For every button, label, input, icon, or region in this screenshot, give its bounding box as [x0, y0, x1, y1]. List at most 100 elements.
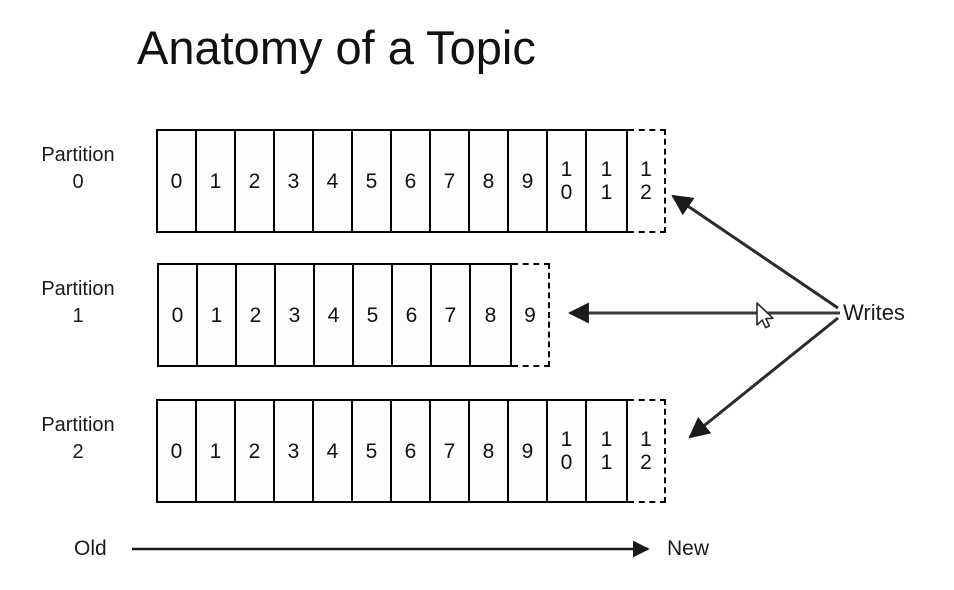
- message-cell: 6: [392, 131, 431, 231]
- message-cell: 6: [392, 401, 431, 501]
- offset-digit: 6: [405, 303, 418, 327]
- axis-old-label: Old: [74, 537, 107, 560]
- offset-digit: 1: [209, 169, 222, 193]
- message-cell: 1: [197, 131, 236, 231]
- offset-digit: 1: [640, 428, 652, 451]
- partition-label-2-name: Partition: [41, 414, 115, 436]
- message-cell: 0: [158, 131, 197, 231]
- offset-digit: 1: [600, 181, 613, 204]
- offset-digit: 3: [287, 169, 300, 193]
- offset-digit: 3: [288, 303, 301, 327]
- offset-digit: 2: [640, 181, 652, 204]
- writes-arrow-partition-2: [688, 316, 839, 439]
- message-cell: 2: [236, 401, 275, 501]
- message-cell: 4: [314, 401, 353, 501]
- offset-digit: 1: [560, 428, 573, 451]
- offset-digit: 5: [365, 169, 378, 193]
- message-cell: 5: [353, 131, 392, 231]
- partition-label-0-name: Partition: [41, 144, 115, 166]
- offset-digit: 2: [248, 169, 261, 193]
- partition-1-committed-cells: 0 1 2 3 4 5 6 7 8: [157, 263, 512, 367]
- offset-digit: 9: [524, 303, 536, 327]
- offset-digit: 1: [600, 158, 613, 181]
- message-cell: 5: [353, 401, 392, 501]
- message-cell: 7: [431, 131, 470, 231]
- message-cell: 8: [470, 131, 509, 231]
- offset-digit: 2: [249, 303, 262, 327]
- message-cell: 9: [509, 401, 548, 501]
- offset-digit: 1: [600, 451, 613, 474]
- offset-digit: 0: [560, 451, 573, 474]
- message-cell: 3: [275, 131, 314, 231]
- message-cell: 2: [237, 265, 276, 365]
- offset-digit: 0: [170, 439, 183, 463]
- offset-digit: 5: [366, 303, 379, 327]
- offset-digit: 3: [287, 439, 300, 463]
- offset-digit: 8: [484, 303, 497, 327]
- partition-label-0-index: 0: [72, 171, 84, 193]
- partition-label-0: Partition 0: [8, 142, 148, 196]
- partition-label-1: Partition 1: [8, 276, 148, 330]
- page-title: Anatomy of a Topic: [137, 21, 536, 74]
- message-cell: 8: [471, 265, 510, 365]
- offset-digit: 8: [482, 169, 495, 193]
- offset-digit: 9: [521, 439, 534, 463]
- offset-digit: 4: [326, 169, 339, 193]
- message-cell: 0: [158, 401, 197, 501]
- partition-row-1: 0 1 2 3 4 5 6 7 8 9: [157, 263, 550, 367]
- message-cell: 6: [393, 265, 432, 365]
- message-cell: 0: [159, 265, 198, 365]
- offset-digit: 1: [209, 439, 222, 463]
- writes-arrow-partition-0: [671, 194, 839, 310]
- axis-new-label: New: [667, 537, 710, 560]
- offset-digit: 7: [443, 169, 456, 193]
- message-cell: 9: [509, 131, 548, 231]
- offset-digit: 5: [365, 439, 378, 463]
- offset-digit: 6: [404, 439, 417, 463]
- writes-label: Writes: [843, 300, 905, 325]
- partition-label-1-index: 1: [72, 305, 84, 327]
- offset-digit: 4: [326, 439, 339, 463]
- offset-digit: 7: [444, 303, 457, 327]
- message-cell: 5: [354, 265, 393, 365]
- message-cell: 7: [431, 401, 470, 501]
- message-cell: 4: [315, 265, 354, 365]
- offset-digit: 4: [327, 303, 340, 327]
- message-cell: 1: [198, 265, 237, 365]
- offset-digit: 1: [210, 303, 223, 327]
- message-cell: 1: [197, 401, 236, 501]
- message-cell: 8: [470, 401, 509, 501]
- offset-digit: 2: [248, 439, 261, 463]
- offset-digit: 2: [640, 451, 652, 474]
- partition-label-2: Partition 2: [8, 412, 148, 466]
- offset-digit: 0: [170, 169, 183, 193]
- offset-digit: 8: [482, 439, 495, 463]
- message-cell: 3: [275, 401, 314, 501]
- offset-digit: 1: [600, 428, 613, 451]
- offset-digit: 7: [443, 439, 456, 463]
- message-cell: 4: [314, 131, 353, 231]
- mouse-cursor: [756, 302, 774, 329]
- message-cell: 3: [276, 265, 315, 365]
- message-cell: 7: [432, 265, 471, 365]
- offset-digit: 0: [171, 303, 184, 327]
- offset-digit: 9: [521, 169, 534, 193]
- offset-digit: 6: [404, 169, 417, 193]
- offset-digit: 1: [560, 158, 573, 181]
- partition-1-next-offset-cell: 9: [512, 263, 550, 367]
- message-cell: 2: [236, 131, 275, 231]
- partition-label-2-index: 2: [72, 441, 84, 463]
- offset-digit: 0: [560, 181, 573, 204]
- partition-label-1-name: Partition: [41, 278, 115, 300]
